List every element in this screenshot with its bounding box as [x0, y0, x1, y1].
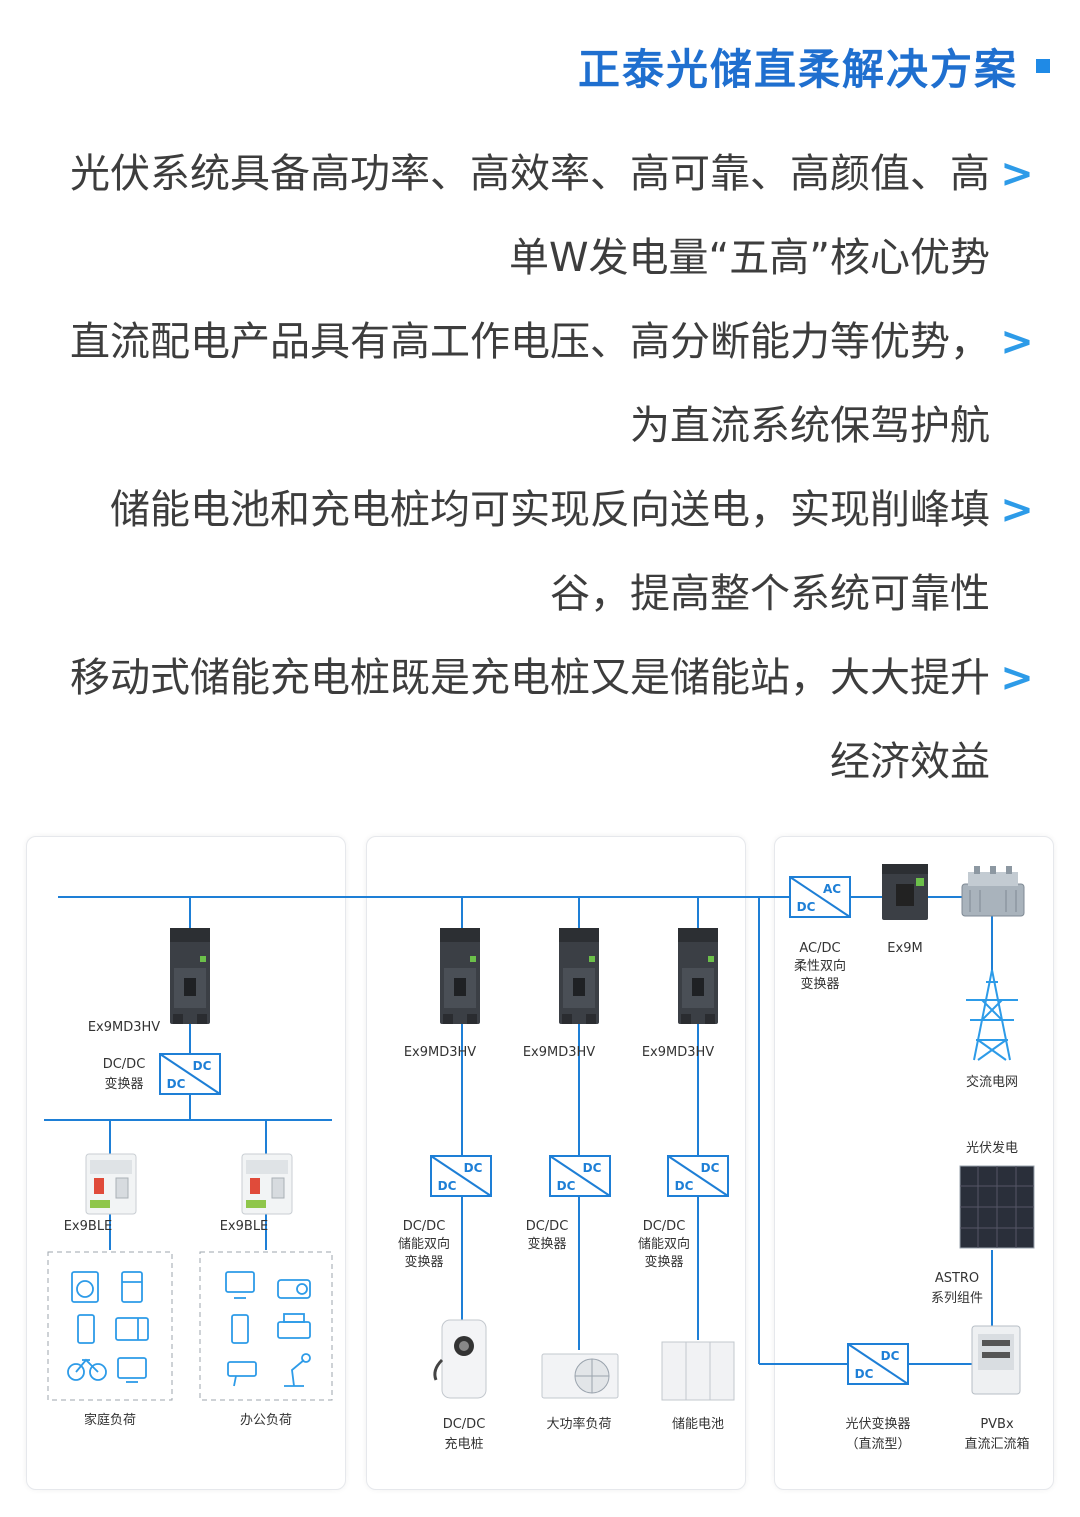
dc-dc-converter: DC DC	[159, 1053, 221, 1095]
bullet-list: > 光伏系统具备高功率、高效率、高可靠、高颜值、高单W发电量“五高”核心优势 >…	[40, 132, 1040, 804]
dc-dc-converter: DC DC	[549, 1155, 611, 1197]
bullet-text: 直流配电产品具有高工作电压、高分断能力等优势，为直流系统保驾护航	[70, 319, 990, 449]
tv-icon	[117, 1357, 147, 1383]
chevron-icon: >	[1000, 655, 1034, 701]
breaker-label: Ex9MD3HV	[523, 1045, 595, 1060]
pvbx-label: PVBx	[980, 1417, 1014, 1432]
ex9md3hv-breaker	[559, 928, 599, 1024]
high-power-load-label: 大功率负荷	[546, 1416, 611, 1432]
camera-icon	[227, 1361, 257, 1387]
chevron-icon: >	[1000, 319, 1034, 365]
outdoor-unit-icon	[541, 1353, 619, 1399]
bullet-text: 光伏系统具备高功率、高效率、高可靠、高颜值、高单W发电量“五高”核心优势	[70, 151, 990, 281]
pv-gen-label: 光伏发电	[966, 1140, 1018, 1156]
page-title: 正泰光储直柔解决方案	[577, 44, 1018, 94]
left-conv-label: 变换器	[104, 1076, 143, 1092]
conv-label: DC/DC	[643, 1219, 686, 1234]
grid-label: 交流电网	[966, 1074, 1018, 1090]
ex9md3hv-breaker	[440, 928, 480, 1024]
washing-machine-icon	[71, 1271, 99, 1303]
bullet-item: > 移动式储能充电桩既是充电桩又是储能站，大大提升经济效益	[40, 636, 1040, 804]
conv-label: 储能双向	[638, 1236, 690, 1252]
chevron-icon: >	[1000, 151, 1034, 197]
svg-text:DC: DC	[464, 1161, 483, 1175]
bullet-text: 移动式储能充电桩既是充电桩又是储能站，大大提升经济效益	[70, 655, 990, 785]
bicycle-icon	[67, 1358, 107, 1381]
breaker-label: Ex9MD3HV	[642, 1045, 714, 1060]
svg-text:DC: DC	[881, 1349, 900, 1363]
office-load-label: 办公负荷	[240, 1413, 292, 1428]
svg-text:DC: DC	[438, 1179, 457, 1193]
svg-text:DC: DC	[701, 1161, 720, 1175]
combiner-box-icon	[971, 1325, 1021, 1395]
rcbo-breaker-icon	[241, 1153, 293, 1215]
transformer-icon	[961, 866, 1025, 917]
bullet-item: > 储能电池和充电桩均可实现反向送电，实现削峰填谷，提高整个系统可靠性	[40, 468, 1040, 636]
ex9m-label: Ex9M	[887, 941, 922, 956]
rcbo-breaker-icon	[85, 1153, 137, 1215]
ex9md3hv-breaker	[170, 928, 210, 1024]
storage-cabinet-icon	[661, 1341, 735, 1401]
svg-text:DC: DC	[167, 1077, 186, 1091]
header: 正泰光储直柔解决方案	[578, 38, 1050, 94]
printer-icon	[277, 1313, 311, 1339]
conv-label: 变换器	[644, 1254, 683, 1270]
title-square-icon	[1036, 59, 1050, 73]
ex9ble-label: Ex9BLE	[220, 1219, 269, 1234]
astro-label: ASTRO	[935, 1271, 979, 1286]
chevron-icon: >	[1000, 487, 1034, 533]
pylon-icon	[966, 969, 1018, 1061]
phone-icon	[77, 1314, 95, 1344]
conv-label: DC/DC	[526, 1219, 569, 1234]
breaker-label: Ex9MD3HV	[404, 1045, 476, 1060]
breaker-label: Ex9MD3HV	[88, 1020, 160, 1035]
charger-label: 充电桩	[444, 1436, 483, 1452]
pv-conv-label: 光伏变换器	[845, 1416, 910, 1432]
charger-icon	[433, 1319, 487, 1399]
storage-battery-label: 储能电池	[672, 1417, 724, 1432]
ex9m-breaker	[882, 864, 928, 920]
solar-panel-icon	[959, 1165, 1035, 1249]
ac-dc-label: AC/DC	[799, 941, 840, 956]
bullet-text: 储能电池和充电桩均可实现反向送电，实现削峰填谷，提高整个系统可靠性	[110, 487, 990, 617]
monitor-icon	[225, 1271, 255, 1299]
pv-conv-label: （直流型）	[845, 1437, 910, 1452]
svg-text:AC: AC	[823, 882, 841, 896]
svg-text:DC: DC	[855, 1367, 874, 1381]
svg-text:DC: DC	[583, 1161, 602, 1175]
office-load-box	[199, 1251, 333, 1401]
bullet-item: > 直流配电产品具有高工作电压、高分断能力等优势，为直流系统保驾护航	[40, 300, 1040, 468]
conv-label: 变换器	[527, 1236, 566, 1252]
home-load-box	[47, 1251, 173, 1401]
bullet-item: > 光伏系统具备高功率、高效率、高可靠、高颜值、高单W发电量“五高”核心优势	[40, 132, 1040, 300]
pvbx-label: 直流汇流箱	[964, 1436, 1029, 1452]
charger-label: DC/DC	[443, 1417, 486, 1432]
ac-dc-label: 柔性双向	[794, 958, 846, 974]
left-conv-label: DC/DC	[103, 1057, 146, 1072]
svg-text:DC: DC	[193, 1059, 212, 1073]
system-diagram: AC DC AC/DC 柔性双向 变换器 Ex9M	[22, 830, 1058, 1500]
fridge-icon	[121, 1271, 143, 1303]
conv-label: 变换器	[404, 1254, 443, 1270]
ex9md3hv-breaker	[678, 928, 718, 1024]
svg-text:DC: DC	[797, 900, 816, 914]
desk-lamp-icon	[284, 1353, 311, 1387]
conv-label: DC/DC	[403, 1219, 446, 1234]
ex9ble-label: Ex9BLE	[64, 1219, 113, 1234]
svg-text:DC: DC	[675, 1179, 694, 1193]
svg-text:DC: DC	[557, 1179, 576, 1193]
diagram-svg: AC DC AC/DC 柔性双向 变换器 Ex9M	[44, 864, 1035, 1452]
tablet-icon	[231, 1314, 249, 1344]
astro-label: 系列组件	[931, 1291, 983, 1306]
home-load-label: 家庭负荷	[84, 1412, 136, 1428]
microwave-icon	[115, 1317, 149, 1341]
ac-dc-label: 变换器	[800, 976, 839, 992]
conv-label: 储能双向	[398, 1236, 450, 1252]
dc-dc-converter: DC DC	[430, 1155, 492, 1197]
pv-converter: DC DC	[847, 1343, 909, 1385]
ac-dc-converter: AC DC	[789, 876, 851, 918]
projector-icon	[277, 1279, 311, 1299]
dc-dc-converter: DC DC	[667, 1155, 729, 1197]
